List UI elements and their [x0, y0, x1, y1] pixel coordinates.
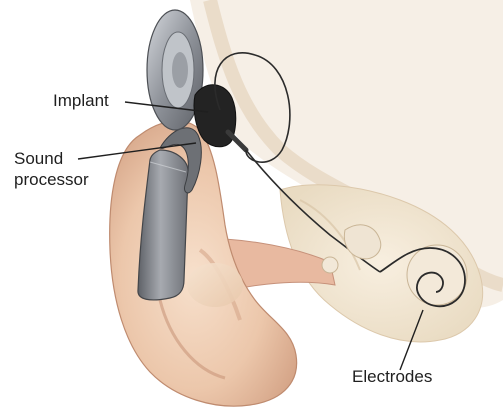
transmitter-coil-icon: [146, 9, 204, 131]
sound-processor-label-line2: processor: [14, 170, 89, 189]
implant-lead-loop: [214, 52, 291, 163]
implant-label: Implant: [53, 91, 109, 110]
ossicles: [321, 224, 382, 274]
implant-leader-line: [124, 101, 209, 113]
sound-processor-label: Sound processor: [14, 148, 89, 190]
electrodes-label: Electrodes: [352, 367, 433, 386]
cochlea-icon: [379, 244, 468, 308]
electrode-lead: [245, 149, 381, 273]
sound-processor-label-line1: Sound: [14, 149, 64, 168]
electrodes-leader-line: [399, 309, 424, 371]
sound-processor-leader-line: [77, 142, 197, 160]
implant-device-icon: [193, 84, 249, 153]
